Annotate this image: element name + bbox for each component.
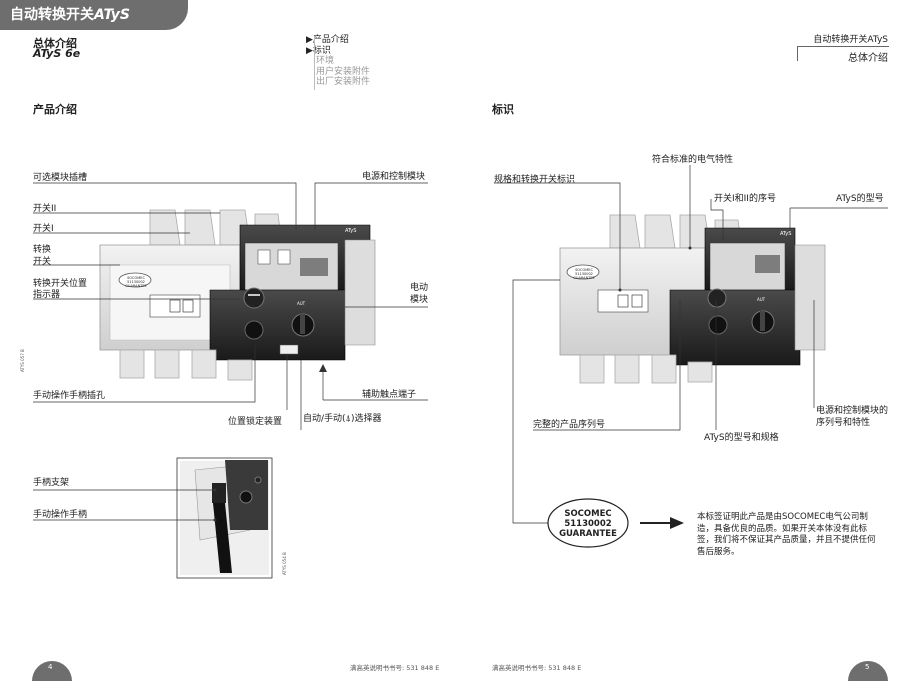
label-module-serial-line2: 序列号和特性	[816, 418, 871, 428]
label-motor-module-line2: 模块	[410, 295, 429, 305]
label-aux-contacts: 辅助触点端子	[362, 390, 417, 400]
right-header-subtitle: 总体介绍	[848, 53, 888, 64]
header-title: 自动转换开关	[10, 7, 94, 23]
right-header-rule	[797, 46, 889, 47]
right-header-rule-tick	[797, 46, 798, 61]
nav-item-intro[interactable]: ▶产品介绍	[306, 35, 349, 45]
footer-ref-left: 满高英说明书书号: 531 848 E	[350, 664, 440, 672]
hand-icon: ⍋	[345, 414, 351, 424]
label-switch-serial: 开关I和II的序号	[714, 194, 776, 204]
left-device-brand: ATyS	[345, 228, 357, 234]
right-device-auto: AUT	[757, 297, 766, 302]
nav-item-environment[interactable]: 环境	[316, 56, 335, 66]
guarantee-badge: SOCOMEC 51130002 GUARANTEE	[559, 509, 617, 539]
label-transfer-switch-line2: 开关	[33, 257, 52, 267]
label-full-serial: 完整的产品序列号	[533, 420, 606, 430]
label-switch-1: 开关I	[33, 224, 54, 234]
label-padlock: 位置锁定装置	[228, 417, 283, 427]
label-position-indicator-line2: 指示器	[33, 290, 61, 300]
page-number-left: 4	[48, 663, 53, 671]
nav-divider	[314, 36, 315, 90]
label-module-serial-line1: 电源和控制模块的	[816, 406, 889, 416]
photo-code-handle: ATYS 054 B	[282, 552, 287, 575]
nav-arrow-icon: ▶	[306, 35, 313, 45]
handle-photo	[176, 457, 273, 579]
photo-code-main: ATYS 057 B	[20, 349, 25, 372]
left-device-badge: SOCOMEC 51130002 GUARANTEE	[125, 276, 147, 288]
left-section-title: 产品介绍	[33, 103, 77, 116]
label-handle-bracket: 手柄支架	[33, 478, 70, 488]
nav-item-marking[interactable]: ▶标识	[306, 45, 331, 56]
header-brand: ATyS	[94, 7, 130, 23]
label-motor-module-line1: 电动	[410, 283, 429, 293]
nav-item-user-accessories[interactable]: 用户安装附件	[316, 66, 371, 77]
label-handle-hole: 手动操作手柄插孔	[33, 391, 106, 401]
page-subtitle: 总体介绍	[33, 37, 77, 50]
guarantee-note: 本标签证明此产品是由SOCOMEC电气公司制造，具备优良的品质。如果开关本体没有…	[697, 512, 876, 557]
label-switch-2: 开关II	[33, 204, 57, 214]
right-device-photo	[559, 214, 826, 384]
footer-ref-right: 满高英说明书书号: 531 848 E	[492, 664, 582, 672]
right-device-brand: ATyS	[780, 231, 792, 237]
model-name: ATyS 6e	[33, 47, 81, 60]
label-atys-model-spec: ATyS的型号和规格	[704, 433, 779, 443]
label-optional-slot: 可选模块插槽	[33, 173, 88, 183]
label-manual-handle: 手动操作手柄	[33, 510, 88, 520]
nav-arrow-icon: ▶	[306, 45, 313, 56]
label-rating-label: 规格和转换开关标识	[494, 175, 576, 185]
label-standard-electrical: 符合标准的电气特性	[652, 155, 734, 165]
right-header-title: 自动转换开关ATyS	[813, 35, 888, 45]
label-power-control-module: 电源和控制模块	[362, 172, 426, 182]
label-transfer-switch-line1: 转换	[33, 245, 52, 255]
label-position-indicator-line1: 转换开关位置	[33, 279, 88, 289]
right-section-title: 标识	[492, 103, 514, 116]
right-device-badge: SOCOMEC 51130002 GUARANTEE	[573, 268, 595, 280]
left-device-photo	[99, 209, 376, 381]
header-title-tab: 自动转换开关ATyS	[0, 0, 188, 30]
label-auto-manual-selector: 自动/手动(⍋)选择器	[303, 414, 382, 424]
label-atys-model: ATyS的型号	[836, 194, 884, 204]
section-nav: ▶产品介绍 ▶标识 环境 用户安装附件 出厂安装附件	[306, 35, 370, 88]
page-number-right: 5	[865, 663, 870, 671]
nav-item-factory-accessories[interactable]: 出厂安装附件	[316, 77, 371, 87]
left-device-auto: AUT	[297, 301, 306, 306]
